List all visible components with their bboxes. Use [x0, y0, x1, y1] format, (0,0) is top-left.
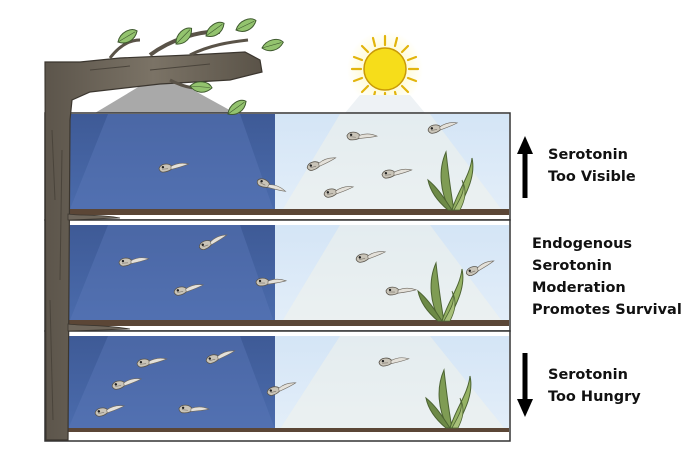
panel-hungry [44, 330, 511, 442]
label-line: Serotonin [548, 147, 628, 163]
label-line: Endogenous [532, 236, 633, 252]
label-line: Serotonin [548, 367, 628, 383]
shaded-zone [68, 225, 275, 325]
tree [44, 29, 263, 441]
shadow-cone-top [95, 80, 235, 113]
sediment [68, 320, 509, 326]
leaf-icon [233, 16, 259, 35]
arrow-up-icon [517, 136, 533, 198]
light-cone [280, 225, 505, 325]
label-line: Serotonin [532, 258, 612, 274]
label-line: Promotes Survival [532, 302, 682, 318]
sediment [68, 428, 509, 432]
leaf-icon [260, 37, 285, 53]
label-moderation: Endogenous Serotonin Moderation Promotes… [532, 233, 682, 321]
shadow-cone [68, 225, 275, 325]
sediment [68, 209, 509, 215]
label-too-hungry: Serotonin Too Hungry [548, 364, 641, 408]
light-cone-top [345, 95, 425, 113]
panel-moderation [44, 219, 511, 332]
shadow-cone [68, 114, 275, 214]
label-line: Too Hungry [548, 389, 641, 405]
shaded-zone [68, 114, 275, 214]
label-line: Too Visible [548, 169, 636, 185]
arrow-down-icon [517, 353, 533, 417]
leaf-icon [202, 19, 228, 41]
panel-visible [44, 112, 511, 221]
label-line: Moderation [532, 280, 626, 296]
label-too-visible: Serotonin Too Visible [548, 144, 636, 188]
